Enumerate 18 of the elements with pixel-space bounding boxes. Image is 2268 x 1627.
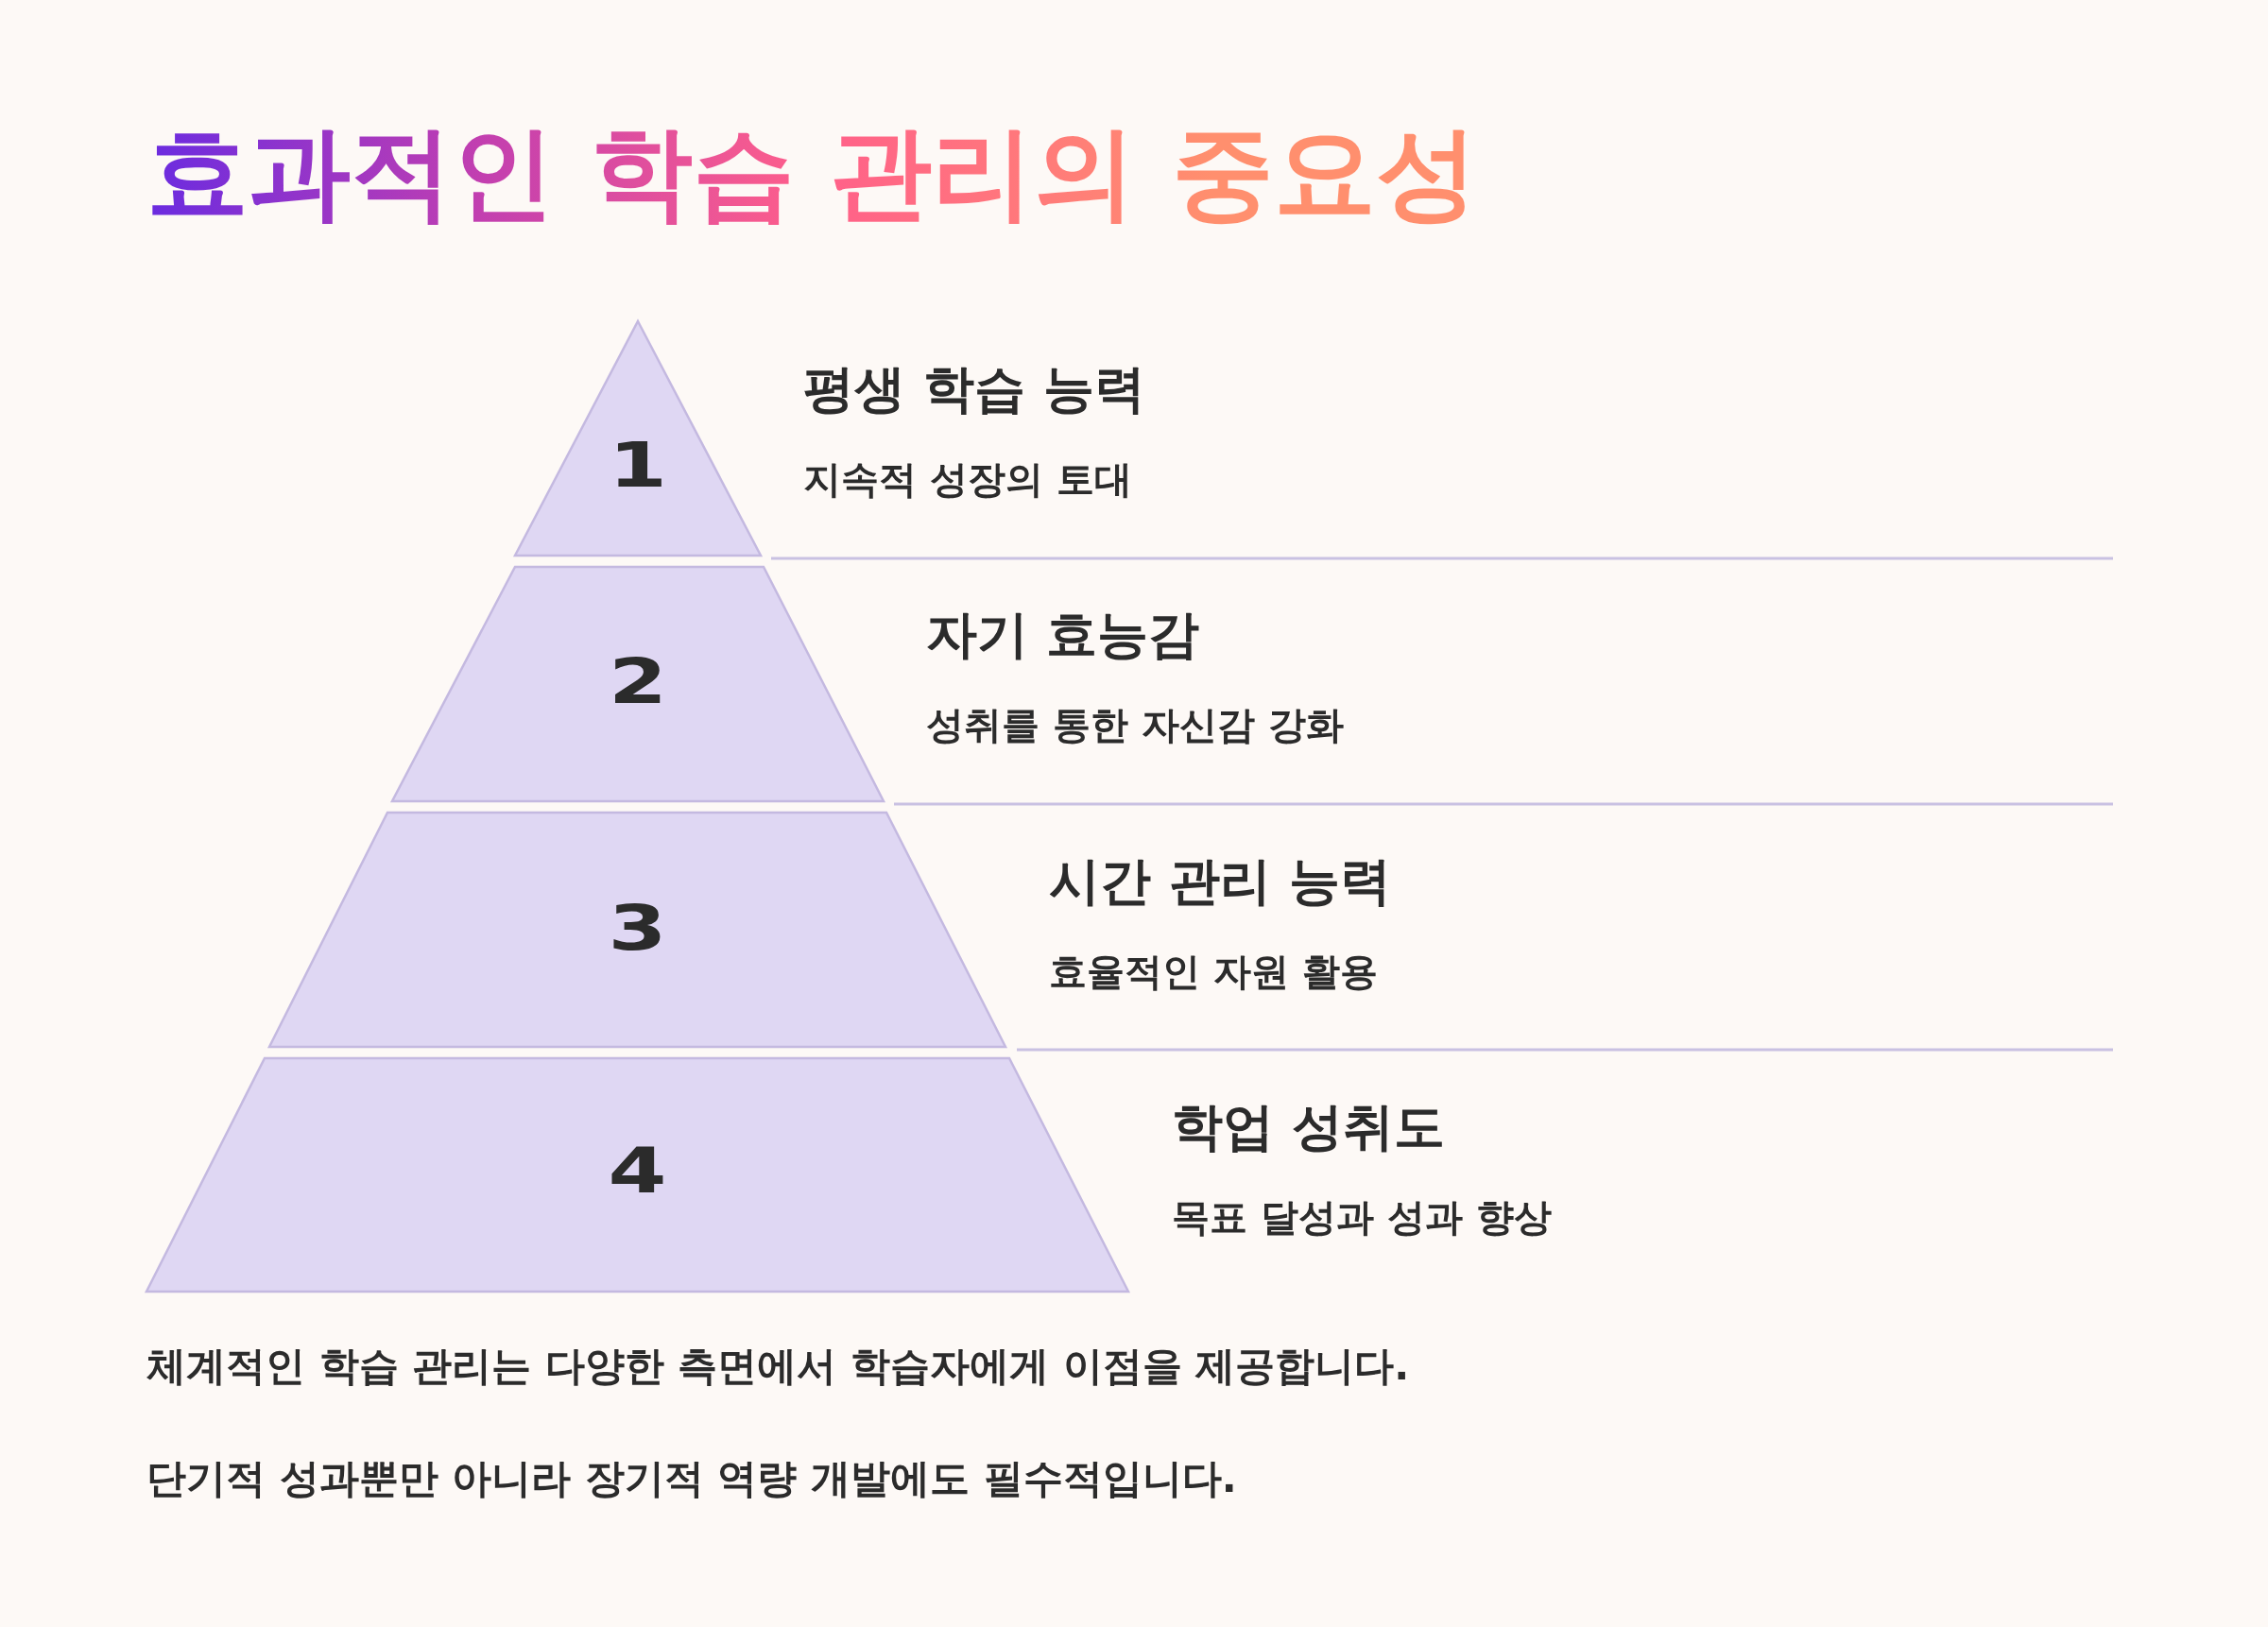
level-description: 지속적 성장의 토대: [803, 456, 1132, 502]
level-description: 성취를 통한 자신감 강화: [926, 702, 1344, 747]
body-text: 단기적 성과뿐만 아니라 장기적 역량 개발에도 필수적입니다.: [146, 1455, 1237, 1503]
level-heading: 시간 관리 능력: [1049, 851, 1391, 913]
level-number: 1: [608, 435, 668, 497]
level-heading: 학업 성취도: [1172, 1097, 1445, 1158]
level-description: 효율적인 자원 활용: [1049, 949, 1378, 994]
body-text: 체계적인 학습 관리는 다양한 측면에서 학습자에게 이점을 제공합니다.: [146, 1343, 1410, 1391]
level-number: 4: [607, 1140, 668, 1203]
pyramid-level: [515, 321, 761, 556]
level-heading: 자기 효능감: [926, 605, 1199, 666]
level-heading: 평생 학습 능력: [803, 359, 1145, 420]
pyramid-level: [146, 1058, 1128, 1292]
level-number: 3: [607, 898, 668, 960]
level-number: 2: [608, 651, 668, 713]
level-description: 목표 달성과 성과 향상: [1172, 1194, 1552, 1240]
pyramid-level: [392, 567, 884, 801]
pyramid-level: [269, 813, 1005, 1047]
